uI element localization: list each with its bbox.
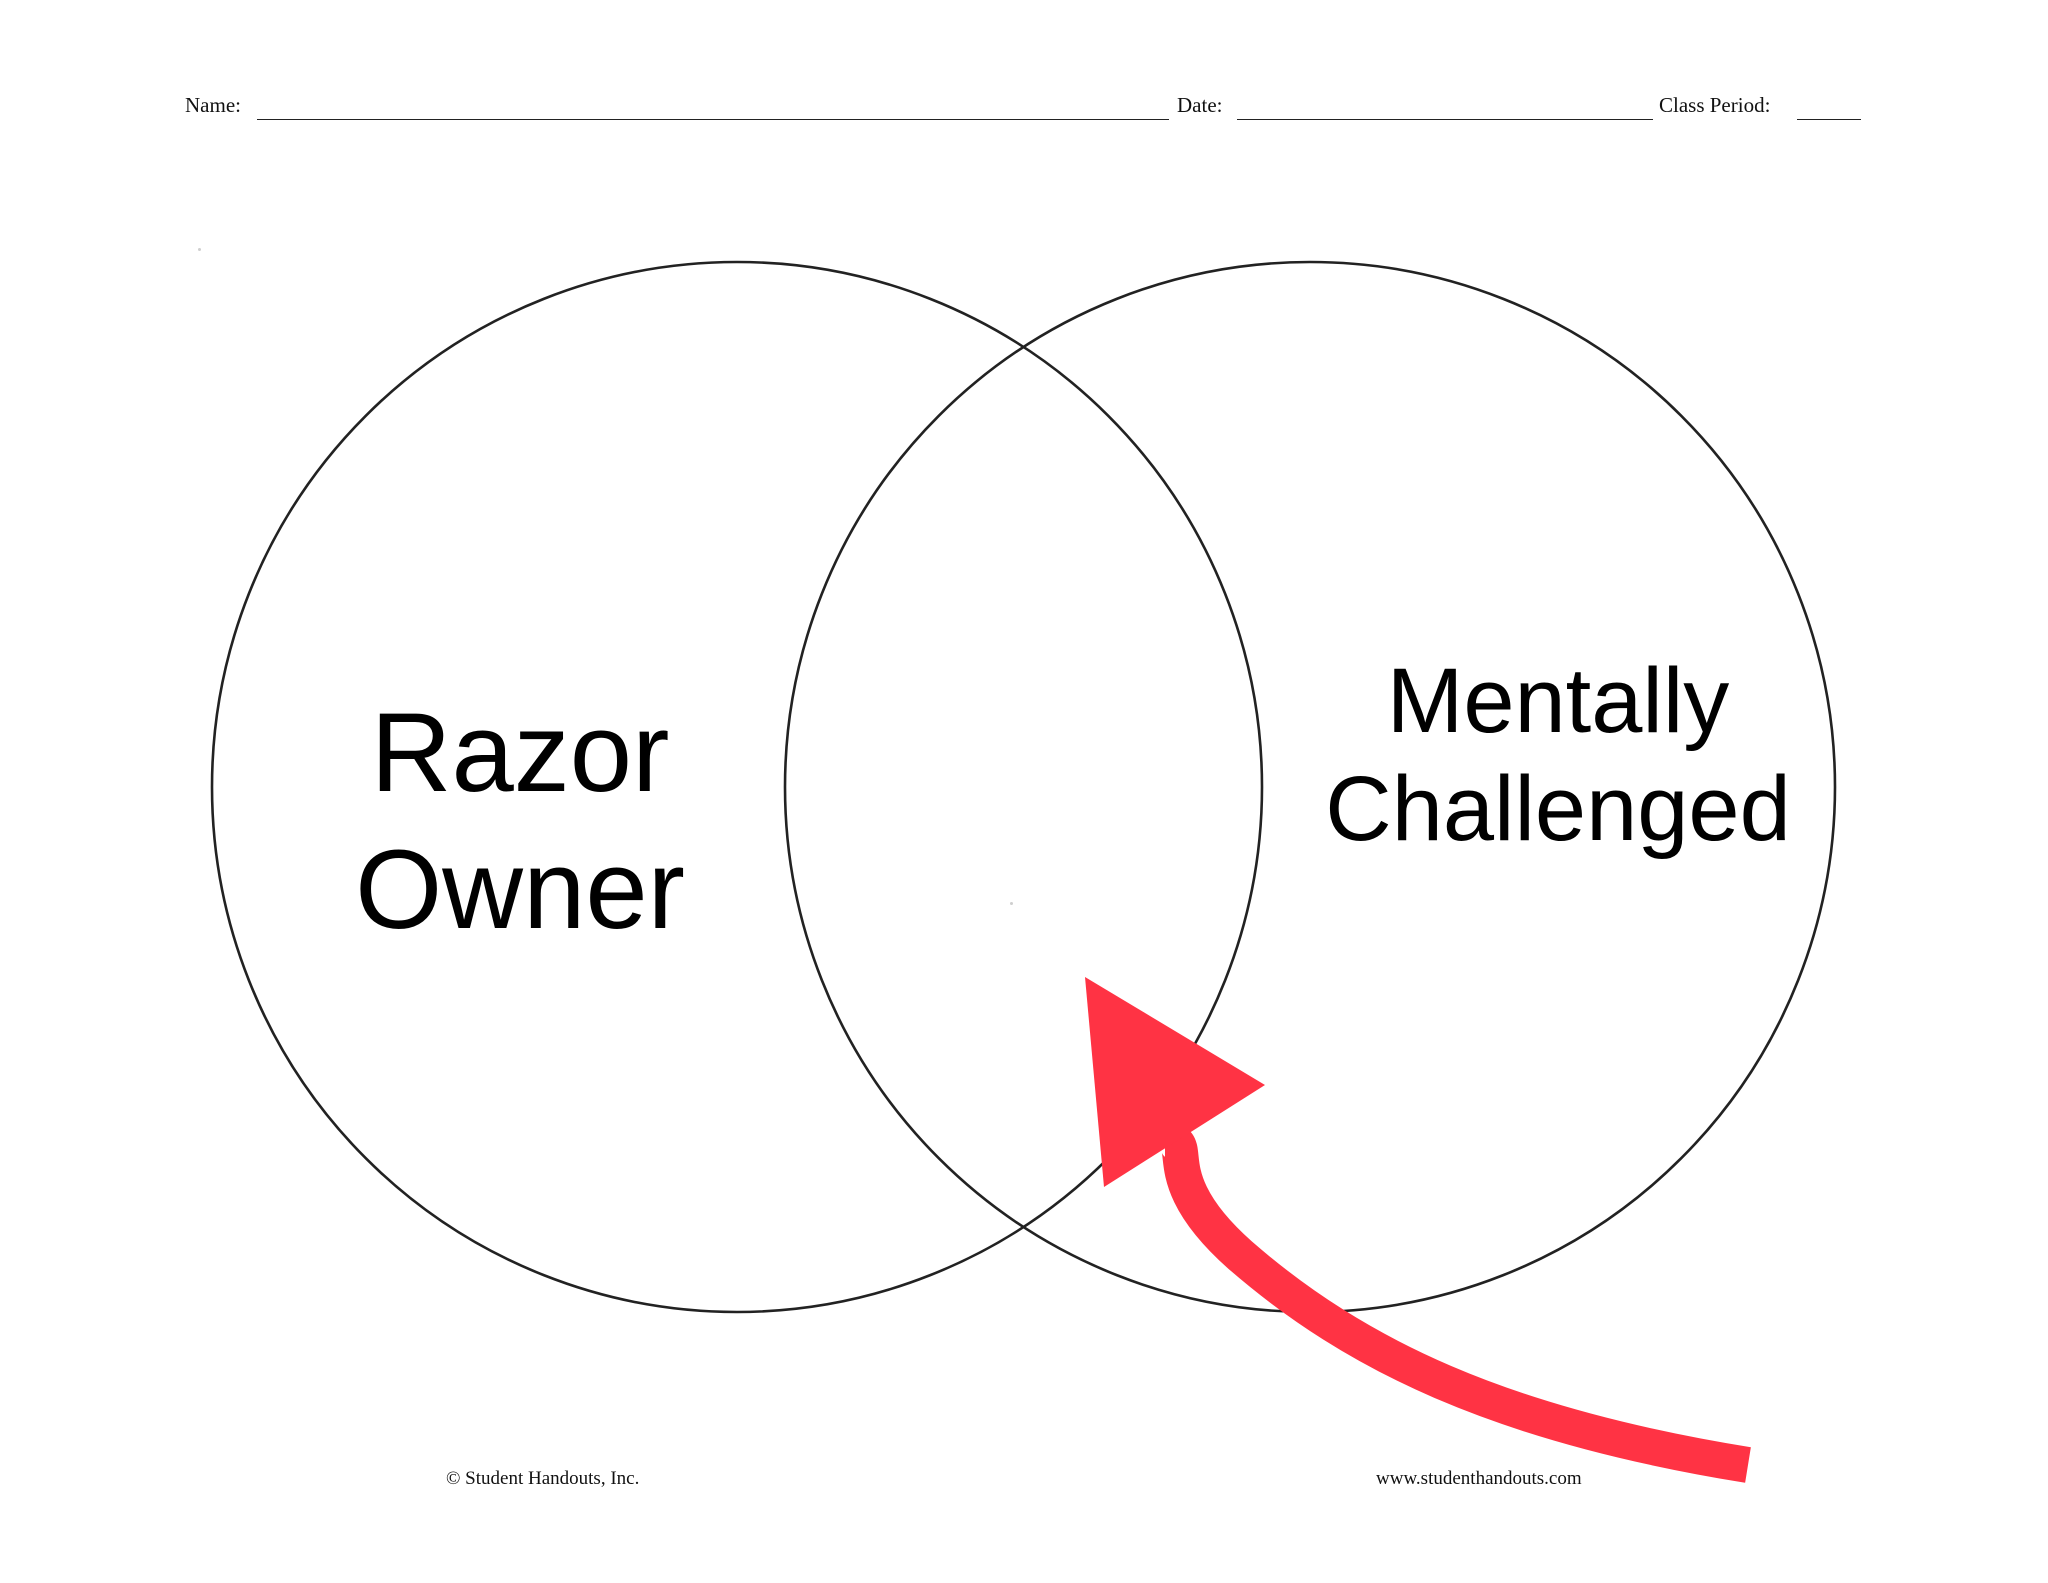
arrow-head bbox=[1085, 977, 1265, 1187]
left-label-line-1: Razor bbox=[370, 690, 670, 815]
right-label-line-2: Challenged bbox=[1325, 757, 1791, 860]
class-period-blank[interactable] bbox=[1797, 119, 1861, 120]
arrow-shaft bbox=[1161, 1122, 1751, 1483]
right-circle-label: Mentally Challenged bbox=[1288, 648, 1828, 863]
left-circle bbox=[210, 260, 1264, 1314]
scan-speck bbox=[198, 248, 201, 251]
right-label-line-1: Mentally bbox=[1386, 650, 1730, 752]
name-blank[interactable] bbox=[257, 119, 1169, 120]
date-label: Date: bbox=[1177, 93, 1223, 117]
copyright-text: © Student Handouts, Inc. bbox=[446, 1468, 640, 1489]
left-label-line-2: Owner bbox=[355, 826, 685, 952]
class-period-label: Class Period: bbox=[1659, 93, 1771, 117]
worksheet-header: Name: Date: Class Period: bbox=[185, 93, 1865, 125]
scan-speck bbox=[1010, 902, 1013, 905]
website-link[interactable]: www.studenthandouts.com bbox=[1376, 1468, 1582, 1489]
curved-arrow-icon bbox=[1085, 977, 1751, 1483]
name-label: Name: bbox=[185, 93, 241, 117]
left-circle-label: Razor Owner bbox=[300, 685, 740, 958]
date-blank[interactable] bbox=[1237, 119, 1653, 120]
